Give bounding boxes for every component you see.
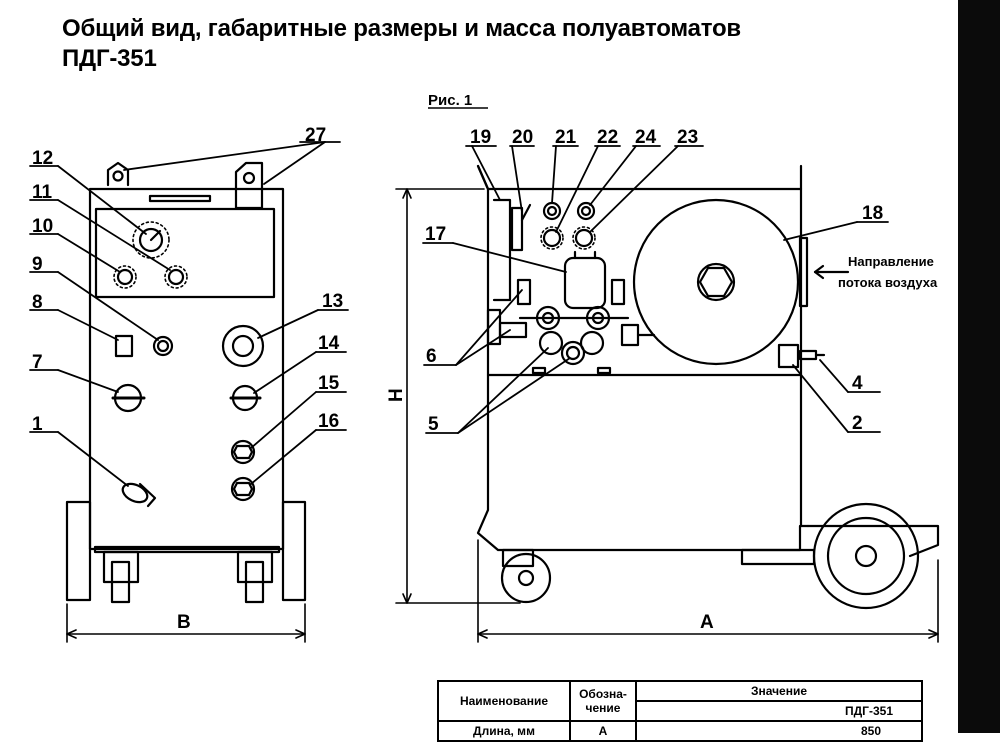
callout-20: 23 xyxy=(677,127,698,148)
callout-4: 8 xyxy=(32,292,43,313)
dimension-lines xyxy=(66,188,939,643)
callout-16: 19 xyxy=(470,127,491,148)
callout-5: 9 xyxy=(32,254,43,275)
screen-edge-bar xyxy=(958,0,1000,733)
callout-10: 14 xyxy=(318,333,340,354)
callout-18: 21 xyxy=(555,127,577,148)
callout-22: 4 xyxy=(852,373,863,394)
row-name: Длина, мм xyxy=(437,720,571,742)
callout-8: 12 xyxy=(32,148,53,169)
figure-caption: Рис. 1 xyxy=(428,92,472,109)
header-value: Значение xyxy=(635,680,923,702)
callout-19: 22 xyxy=(597,127,618,148)
page-title: Общий вид, габаритные размеры и масса по… xyxy=(62,14,741,74)
callout-14: 6 xyxy=(426,346,437,367)
leader-lines xyxy=(29,141,889,487)
figure-labels: Рис. 1 27 12 11 10 9 8 7 1 13 14 15 16 1… xyxy=(32,92,938,633)
dimension-b-label: B xyxy=(177,612,191,633)
callout-24: 24 xyxy=(635,127,657,148)
callout-13: 5 xyxy=(428,414,439,435)
table-row: Длина, мм А 850 xyxy=(437,720,923,742)
title-line-2: ПДГ-351 xyxy=(62,45,157,72)
callout-2: 7 xyxy=(32,352,43,373)
air-flow-label-line-2: потока воздуха xyxy=(838,275,938,290)
callout-27: 27 xyxy=(305,125,326,146)
callout-1: 1 xyxy=(32,414,43,435)
dimension-h-label: H xyxy=(386,388,407,402)
title-line-1: Общий вид, габаритные размеры и масса по… xyxy=(62,15,741,42)
callout-9: 13 xyxy=(322,291,343,312)
dimension-a-label: A xyxy=(700,612,714,633)
callout-11: 15 xyxy=(318,373,340,394)
callout-6: 10 xyxy=(32,216,53,237)
callout-12: 16 xyxy=(318,411,339,432)
header-designation-line-1: Обозна- xyxy=(579,687,627,701)
header-name: Наименование xyxy=(437,680,571,722)
header-designation-line-2: чение xyxy=(585,701,621,715)
callout-7: 11 xyxy=(32,182,53,203)
air-flow-label-line-1: Направление xyxy=(848,254,934,269)
header-designation: Обозна- чение xyxy=(569,680,637,722)
side-view xyxy=(476,164,940,610)
callout-21: 18 xyxy=(862,203,883,224)
callout-17: 20 xyxy=(512,127,533,148)
callout-15: 17 xyxy=(425,224,446,245)
row-designation: А xyxy=(569,720,637,742)
row-value: 850 xyxy=(635,720,923,742)
front-view xyxy=(65,161,307,604)
header-model: ПДГ-351 xyxy=(635,700,923,722)
callout-23: 2 xyxy=(852,413,863,434)
